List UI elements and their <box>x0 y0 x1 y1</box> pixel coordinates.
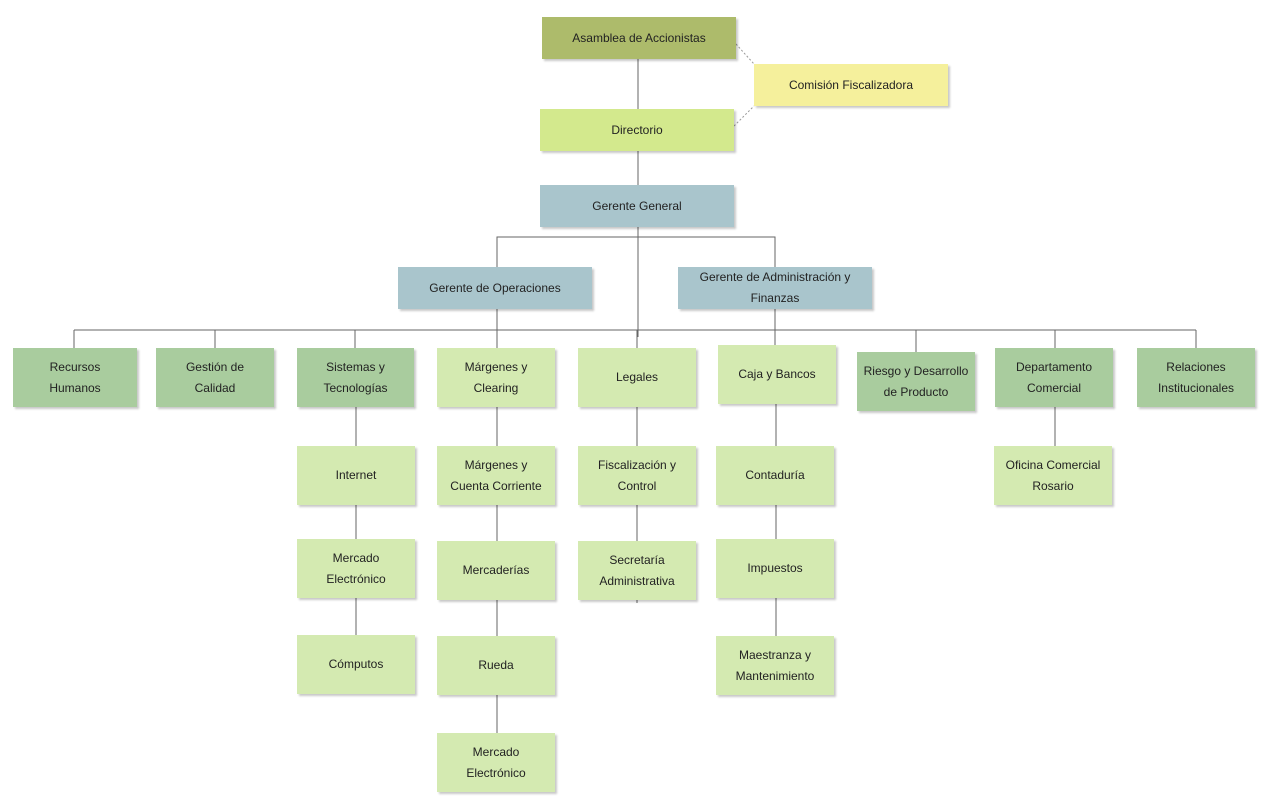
node-asamblea-accionistas: Asamblea de Accionistas <box>542 17 736 59</box>
node-departamento-comercial: Departamento Comercial <box>995 348 1113 407</box>
node-fiscalizacion-control: Fiscalización y Control <box>578 446 696 505</box>
node-riesgo-desarrollo: Riesgo y Desarrollo de Producto <box>857 352 975 411</box>
node-directorio: Directorio <box>540 109 734 151</box>
node-internet: Internet <box>297 446 415 505</box>
node-mercado-electronico-margenes: Mercado Electrónico <box>437 733 555 792</box>
node-mercado-electronico-sistemas: Mercado Electrónico <box>297 539 415 598</box>
node-oficina-comercial-rosario: Oficina Comercial Rosario <box>994 446 1112 505</box>
node-relaciones-institucionales: Relaciones Institucionales <box>1137 348 1255 407</box>
node-mercaderias: Mercaderías <box>437 541 555 600</box>
node-legales: Legales <box>578 348 696 407</box>
connector-gerentes <box>496 236 776 267</box>
node-caja-bancos: Caja y Bancos <box>718 345 836 404</box>
node-maestranza-mantenimiento: Maestranza y Mantenimiento <box>716 636 834 695</box>
connector-comision <box>733 43 755 127</box>
node-contaduria: Contaduría <box>716 446 834 505</box>
node-gerente-general: Gerente General <box>540 185 734 227</box>
node-secretaria-administrativa: Secretaría Administrativa <box>578 541 696 600</box>
node-comision-fiscalizadora: Comisión Fiscalizadora <box>754 64 948 106</box>
node-computos: Cómputos <box>297 635 415 694</box>
node-gerente-administracion-finanzas: Gerente de Administración y Finanzas <box>678 267 872 309</box>
node-gerente-operaciones: Gerente de Operaciones <box>398 267 592 309</box>
node-recursos-humanos: Recursos Humanos <box>13 348 137 407</box>
node-gestion-calidad: Gestión de Calidad <box>156 348 274 407</box>
node-sistemas-tecnologias: Sistemas y Tecnologías <box>297 348 414 407</box>
node-rueda: Rueda <box>437 636 555 695</box>
node-impuestos: Impuestos <box>716 539 834 598</box>
node-margenes-cuenta-corriente: Márgenes y Cuenta Corriente <box>437 446 555 505</box>
node-margenes-clearing: Márgenes y Clearing <box>437 348 555 407</box>
